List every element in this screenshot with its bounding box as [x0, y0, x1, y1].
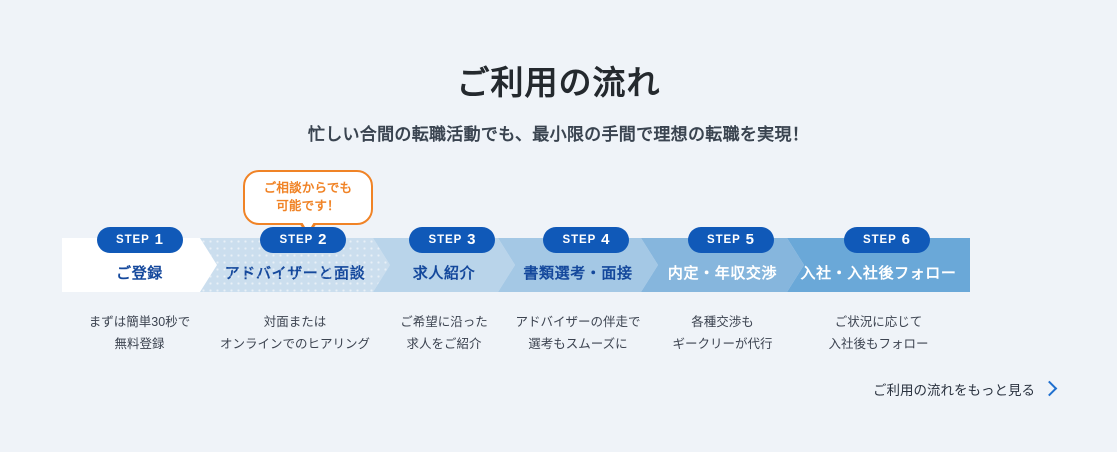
callout-bubble-body: ご相談からでも 可能です！ — [243, 170, 373, 237]
step-caption-line-1: ご状況に応じて — [834, 315, 923, 329]
chevron-right-icon — [1041, 380, 1058, 396]
step-label-5: 内定・年収交渉 — [667, 265, 778, 282]
step-badge-word: STEP — [863, 234, 897, 246]
step-caption-line-2: 選考もスムーズに — [528, 336, 628, 351]
step-badge-number: 6 — [901, 231, 910, 248]
step-badge-5: STEP 5 — [687, 227, 774, 253]
step-badge-6: STEP 6 — [843, 227, 930, 253]
step-badge-word: STEP — [562, 234, 597, 246]
step-badge-number: 4 — [601, 231, 610, 248]
step-badge-1: STEP 1 — [96, 227, 183, 253]
step-badge-number: 5 — [745, 231, 754, 248]
page-title: ご利用の流れ — [456, 64, 661, 101]
step-caption-line-2: オンラインでのヒアリング — [219, 336, 370, 351]
step-caption-5: 各種交渉もギークリーが代行 — [641, 312, 804, 356]
step-badge-word: STEP — [707, 234, 741, 246]
step-caption-line-1: 各種交渉も — [691, 315, 754, 329]
step-badge-word: STEP — [116, 234, 150, 246]
step-caption-3: ご希望に沿った求人をご紹介 — [373, 312, 515, 356]
step-badge-number: 1 — [154, 231, 163, 248]
step-caption-line-1: まずは簡単30秒で — [88, 315, 191, 329]
view-more-flow-label: ご利用の流れをもっと見る — [873, 383, 1035, 398]
callout-bubble: ご相談からでも 可能です！ — [243, 170, 373, 237]
step-badge-2: STEP 2 — [260, 227, 346, 253]
step-caption-1: まずは簡単30秒で無料登録 — [62, 312, 217, 356]
step-caption-4: アドバイザーの伴走で選考もスムーズに — [498, 312, 658, 356]
step-caption-6: ご状況に応じて入社後もフォロー — [787, 312, 970, 356]
step-badge-word: STEP — [428, 234, 463, 246]
step-badge-3: STEP 3 — [409, 227, 495, 253]
step-label-6: 入社・入社後フォロー — [800, 265, 957, 282]
step-label-4: 書類選考・面接 — [523, 265, 633, 282]
step-caption-line-2: 求人をご紹介 — [406, 336, 482, 351]
step-caption-line-1: 対面または — [263, 315, 327, 329]
step-caption-2: 対面またはオンラインでのヒアリング — [200, 312, 390, 356]
step-caption-line-1: ご希望に沿った — [400, 315, 488, 329]
step-badge-4: STEP 4 — [543, 227, 629, 253]
callout-line-2: 可能です！ — [276, 199, 340, 214]
step-caption-line-2: ギークリーが代行 — [672, 336, 773, 351]
callout-line-1: ご相談からでも — [263, 181, 353, 195]
step-badge-number: 3 — [467, 231, 476, 248]
step-caption-line-1: アドバイザーの伴走で — [515, 315, 641, 329]
step-label-1: ご登録 — [116, 265, 163, 282]
step-badge-number: 2 — [318, 231, 327, 248]
step-label-3: 求人紹介 — [412, 265, 476, 282]
view-more-flow-link[interactable]: ご利用の流れをもっと見る — [873, 379, 1058, 399]
step-caption-line-2: 無料登録 — [114, 336, 165, 351]
step-badges: STEP 1 STEP 2 STEP 3 STEP 4 STEP 5 STEP 6 — [62, 227, 1055, 253]
step-caption-line-2: 入社後もフォロー — [828, 336, 929, 351]
step-badge-word: STEP — [279, 234, 314, 246]
page-subtitle: 忙しい合間の転職活動でも、最小限の手間で理想の転職を実現！ — [307, 125, 810, 144]
step-captions: まずは簡単30秒で無料登録対面またはオンラインでのヒアリングご希望に沿った求人を… — [62, 312, 1055, 356]
step-label-2: アドバイザーと面談 — [224, 265, 366, 282]
